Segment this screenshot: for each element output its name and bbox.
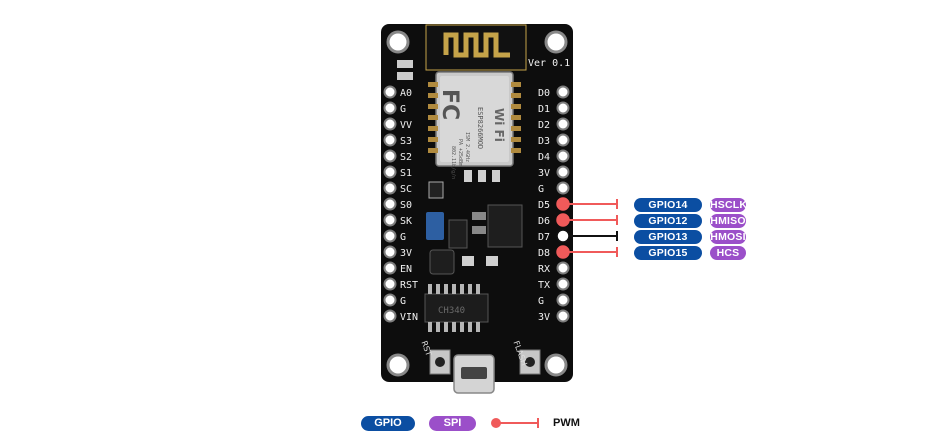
antenna-trace-icon (443, 32, 510, 58)
legend-gpio: GPIO (361, 416, 415, 431)
mounting-hole (386, 353, 410, 377)
right-pin-label: RX (538, 264, 550, 275)
right-pin-label: D8 (538, 248, 550, 259)
gpio-badge-d6: GPIO12 (634, 214, 702, 228)
left-pin-hole (383, 261, 397, 275)
pin-marker (556, 229, 570, 243)
left-pin-hole (383, 133, 397, 147)
right-pin-hole (556, 309, 570, 323)
left-pin-hole (383, 245, 397, 259)
left-pin-label: S3 (400, 136, 412, 147)
right-pin-label: D5 (538, 200, 550, 211)
left-pin-label: RST (400, 280, 418, 291)
ch340-label: CH340 (438, 306, 465, 316)
left-pin-hole (383, 213, 397, 227)
right-pin-label: D4 (538, 152, 550, 163)
left-pin-hole (383, 229, 397, 243)
right-pin-label: 3V (538, 168, 550, 179)
left-pin-label: VIN (400, 312, 418, 323)
pwm-pin-marker (556, 197, 570, 211)
right-pin-label: 3V (538, 312, 550, 323)
wifi-logo: Wi Fi (492, 108, 506, 142)
smd-led (397, 60, 413, 68)
inductor (429, 249, 455, 275)
mounting-hole (544, 353, 568, 377)
left-pin-hole (383, 197, 397, 211)
left-pin-hole (383, 309, 397, 323)
pwm-pin-marker (556, 245, 570, 259)
gpio-badge-d7: GPIO13 (634, 230, 702, 244)
pwm-pin-marker (556, 213, 570, 227)
legend-spi: SPI (429, 416, 476, 431)
left-pin-label: A0 (400, 88, 412, 99)
left-pin-label: VV (400, 120, 412, 131)
right-pin-hole (556, 181, 570, 195)
left-pin-label: SK (400, 216, 412, 227)
left-pin-label: G (400, 232, 406, 243)
left-pin-hole (383, 293, 397, 307)
pwm-connections (556, 197, 618, 259)
module-text-2: 802.11b/g/n (450, 146, 456, 179)
right-pin-hole (556, 133, 570, 147)
right-pin-label: D7 (538, 232, 550, 243)
spi-badge-d5: HSCLK (710, 198, 748, 212)
gpio-badge-d8: GPIO15 (634, 246, 702, 260)
left-pin-label: EN (400, 264, 412, 275)
left-pin-label: SC (400, 184, 412, 195)
left-pin-label: G (400, 104, 406, 115)
mounting-hole (544, 30, 568, 54)
spi-badge-d8: HCS (710, 246, 746, 260)
gpio-badge-d5: GPIO14 (634, 198, 702, 212)
right-pin-hole (556, 117, 570, 131)
left-pin-hole (383, 149, 397, 163)
left-pin-hole (383, 101, 397, 115)
right-pin-label: D1 (538, 104, 550, 115)
right-pin-label: D3 (538, 136, 550, 147)
legend-pwm-label: PWM (553, 417, 580, 429)
right-pin-hole (556, 261, 570, 275)
legend-pwm-dot (491, 418, 501, 428)
right-pin-label: D0 (538, 88, 550, 99)
left-pin-label: 3V (400, 248, 412, 259)
mounting-hole (386, 30, 410, 54)
right-pin-hole (556, 165, 570, 179)
module-text-0: ISM 2.4GHz (464, 132, 470, 162)
spi-badge-d7: HMOSI (710, 230, 746, 244)
right-pin-label: D6 (538, 216, 550, 227)
right-pin-label: TX (538, 280, 550, 291)
left-pin-hole (383, 85, 397, 99)
left-pin-hole (383, 181, 397, 195)
right-pin-label: G (538, 296, 544, 307)
module-model: ESP8266MOD (476, 107, 484, 149)
module-brand: FC (437, 89, 462, 120)
spi-badge-d6: HMISO (710, 214, 746, 228)
left-pin-label: S0 (400, 200, 412, 211)
right-pin-label: D2 (538, 120, 550, 131)
version-label: Ver 0.1 (528, 58, 570, 69)
module-text-1: PA +25dBm (457, 139, 463, 166)
left-pin-hole (383, 165, 397, 179)
left-pin-label: S2 (400, 152, 412, 163)
right-pin-label: G (538, 184, 544, 195)
left-pin-hole (383, 117, 397, 131)
right-pin-hole (556, 85, 570, 99)
ch340-chip (424, 293, 489, 323)
left-pin-label: S1 (400, 168, 412, 179)
right-pin-hole (556, 293, 570, 307)
capacitor (426, 212, 444, 240)
right-pin-hole (556, 101, 570, 115)
left-pin-label: G (400, 296, 406, 307)
right-pin-hole (556, 149, 570, 163)
right-pin-hole (556, 277, 570, 291)
left-pin-hole (383, 277, 397, 291)
voltage-regulator (487, 204, 523, 248)
